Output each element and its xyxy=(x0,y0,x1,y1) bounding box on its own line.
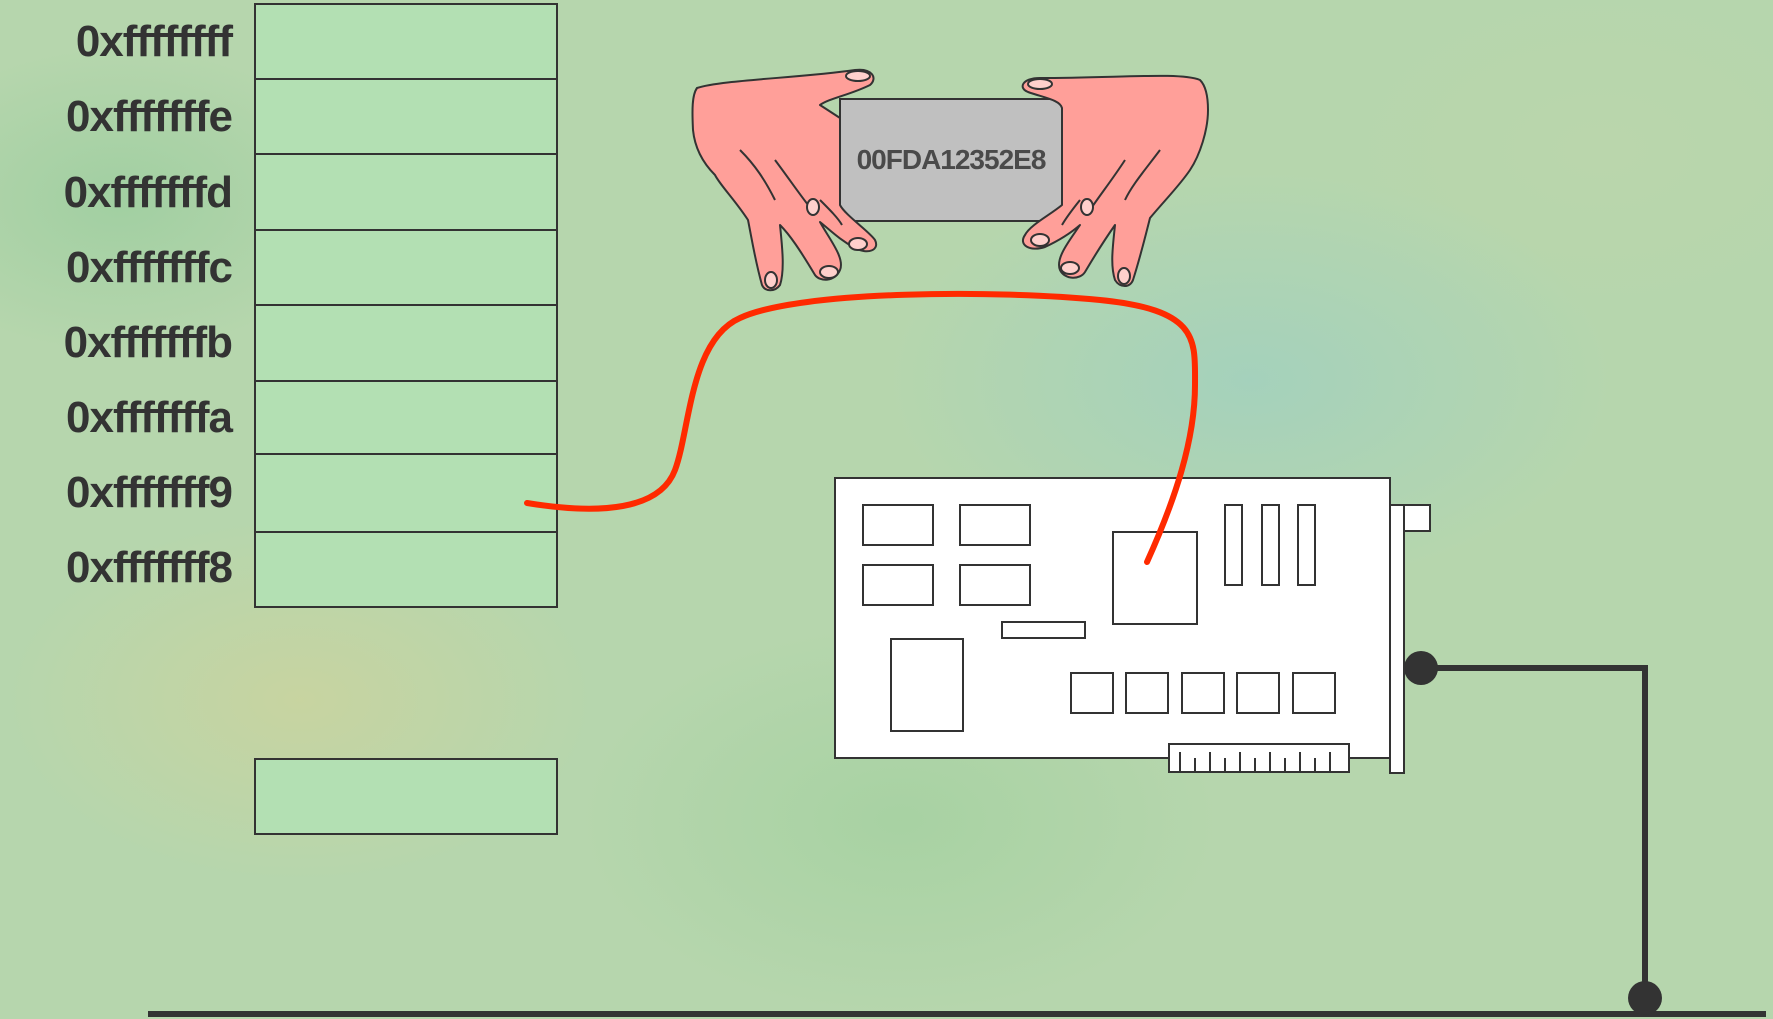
memory-cell-lower xyxy=(255,759,557,834)
address-label-5: 0xfffffffa xyxy=(0,393,232,443)
memory-cell-0xfffffffd xyxy=(255,154,557,230)
memory-stack xyxy=(255,4,557,834)
connector-dot-bus xyxy=(1628,981,1662,1015)
card-chip-a xyxy=(863,505,933,545)
card-resistor-strip xyxy=(1002,622,1085,638)
card-chip-d xyxy=(960,565,1030,605)
memory-cell-0xfffffff9 xyxy=(255,454,557,532)
card-small-chip-5 xyxy=(1293,673,1335,713)
card-slot-1 xyxy=(1225,505,1242,585)
address-label-1: 0xfffffffe xyxy=(0,92,232,142)
address-label-2: 0xfffffffd xyxy=(0,168,232,218)
address-label-6: 0xfffffff9 xyxy=(0,468,232,518)
bus-drop-cable xyxy=(1420,668,1645,998)
memory-cell-0xffffffff xyxy=(255,4,557,79)
memory-cell-0xfffffffc xyxy=(255,230,557,305)
address-label-7: 0xfffffff8 xyxy=(0,543,232,593)
card-slot-2 xyxy=(1262,505,1279,585)
card-large-chip xyxy=(891,639,963,731)
card-small-chip-2 xyxy=(1126,673,1168,713)
address-label-3: 0xfffffffc xyxy=(0,243,232,293)
address-label-0: 0xffffffff xyxy=(0,17,232,67)
connector-dot-card xyxy=(1404,651,1438,685)
card-small-chip-1 xyxy=(1071,673,1113,713)
network-card xyxy=(835,478,1430,773)
card-small-chip-4 xyxy=(1237,673,1279,713)
card-bracket-arm xyxy=(1390,505,1404,773)
memory-cell-0xfffffff8 xyxy=(255,532,557,607)
card-slot-3 xyxy=(1298,505,1315,585)
card-chip-c xyxy=(863,565,933,605)
chip-label: 00FDA12352E8 xyxy=(840,99,1062,221)
card-small-chip-3 xyxy=(1182,673,1224,713)
card-chip-b xyxy=(960,505,1030,545)
address-label-4: 0xfffffffb xyxy=(0,318,232,368)
memory-cell-0xfffffffb xyxy=(255,305,557,381)
memory-cell-0xfffffffa xyxy=(255,381,557,454)
memory-cell-0xfffffffe xyxy=(255,79,557,154)
